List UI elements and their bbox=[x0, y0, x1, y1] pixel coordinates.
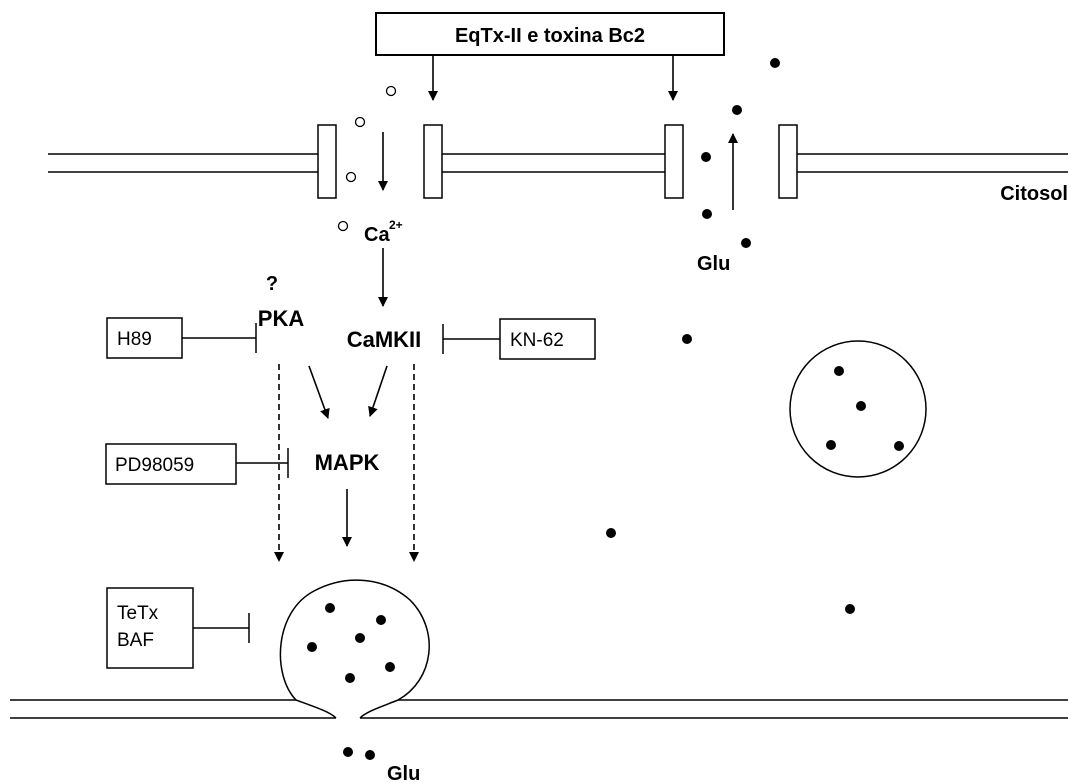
pd98059-box bbox=[105, 443, 237, 485]
arrow-pka-to-mapk bbox=[308, 365, 330, 419]
node-labels: ? PKA CaMKII MAPK Ca 2+ Glu Glu Citosol bbox=[258, 183, 1068, 784]
calcium-ions bbox=[337, 85, 397, 232]
fusing-vesicle bbox=[279, 579, 430, 701]
glu-bottom-label: Glu bbox=[387, 763, 420, 784]
ca-channel-left-wall bbox=[317, 124, 337, 199]
membrane-channels bbox=[317, 124, 798, 199]
baf-label: BAF bbox=[117, 630, 154, 651]
arrow-camkii-to-mapk bbox=[368, 365, 388, 417]
vesicle-glutamate bbox=[307, 603, 395, 683]
h89-label: H89 bbox=[117, 329, 152, 350]
toxin-box bbox=[375, 12, 725, 56]
kn62-label: KN-62 bbox=[510, 330, 564, 351]
free-vesicle bbox=[789, 340, 927, 478]
pka-label: PKA bbox=[258, 306, 305, 331]
inhibition-lines bbox=[182, 323, 500, 643]
ca-channel-right-wall bbox=[423, 124, 443, 199]
question-mark: ? bbox=[266, 273, 278, 295]
glu-channel-left-wall bbox=[664, 124, 684, 199]
citosol-label: Citosol bbox=[1000, 183, 1068, 205]
glutamate-molecules bbox=[343, 58, 855, 760]
tetx-baf-box bbox=[106, 587, 194, 669]
camkii-label: CaMKII bbox=[347, 327, 422, 352]
glu-top-label: Glu bbox=[697, 253, 730, 275]
tetx-label: TeTx bbox=[117, 603, 159, 624]
top-membrane bbox=[48, 153, 1068, 173]
glu-channel-right-wall bbox=[778, 124, 798, 199]
toxin-label: EqTx-II e toxina Bc2 bbox=[455, 25, 645, 47]
arrows bbox=[274, 55, 738, 562]
ca-label: Ca bbox=[364, 224, 390, 246]
kn62-box bbox=[499, 318, 596, 360]
mapk-label: MAPK bbox=[315, 450, 380, 475]
ca-superscript: 2+ bbox=[389, 218, 403, 232]
bottom-membrane bbox=[10, 579, 1068, 719]
inhibitors: H89 KN-62 PD98059 TeTx BAF bbox=[105, 317, 596, 669]
pd98059-label: PD98059 bbox=[115, 455, 194, 476]
